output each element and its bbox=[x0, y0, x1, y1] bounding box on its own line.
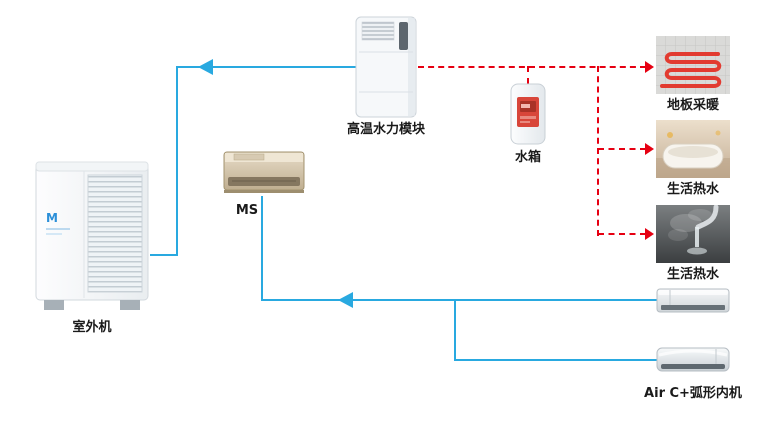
water-line-left-riser bbox=[176, 66, 178, 256]
duct-indoor-unit-1-illustration bbox=[656, 284, 730, 318]
outdoor-unit-illustration: M bbox=[28, 158, 156, 316]
flow-arrow-right-tap-icon bbox=[645, 228, 654, 240]
heat-line-tank-drop bbox=[527, 66, 529, 84]
floor-heating-label: 地板采暖 bbox=[666, 98, 719, 113]
heat-line-right-riser bbox=[597, 66, 599, 236]
hydraulic-module-illustration bbox=[355, 16, 417, 118]
hydraulic-module-label: 高温水力模块 bbox=[346, 122, 425, 137]
outdoor-unit-label: 室外机 bbox=[72, 320, 112, 335]
water-line-branch-bottom bbox=[454, 359, 658, 361]
hot-water-bath-image bbox=[656, 120, 730, 178]
heat-line-branch-bath bbox=[598, 148, 646, 150]
water-tank-label: 水箱 bbox=[514, 150, 541, 165]
hot-water-bath-label: 生活热水 bbox=[666, 182, 719, 197]
ms-unit-label: MS bbox=[235, 203, 259, 218]
ms-unit-illustration bbox=[222, 146, 306, 198]
flow-arrow-right-floor-icon bbox=[645, 61, 654, 73]
flow-arrow-left-top-icon bbox=[198, 59, 213, 75]
water-line-outdoor-connector bbox=[150, 254, 178, 256]
midea-logo: M bbox=[46, 211, 58, 225]
flow-arrow-right-bath-icon bbox=[645, 143, 654, 155]
water-line-bottom bbox=[261, 299, 658, 301]
duct-indoor-unit-2-illustration bbox=[656, 343, 730, 377]
water-line-ms-drop bbox=[261, 196, 263, 301]
water-line-top bbox=[178, 66, 356, 68]
water-tank-illustration bbox=[510, 83, 546, 145]
hot-water-tap-image bbox=[656, 205, 730, 263]
hot-water-tap-label: 生活热水 bbox=[666, 267, 719, 282]
heat-line-branch-tap bbox=[598, 233, 646, 235]
air-duct-unit-label: Air C+弧形内机 bbox=[644, 386, 742, 401]
water-line-branch-drop bbox=[454, 299, 456, 361]
floor-heating-image bbox=[656, 36, 730, 94]
flow-arrow-left-bottom-icon bbox=[338, 292, 353, 308]
heat-line-main bbox=[418, 66, 646, 68]
